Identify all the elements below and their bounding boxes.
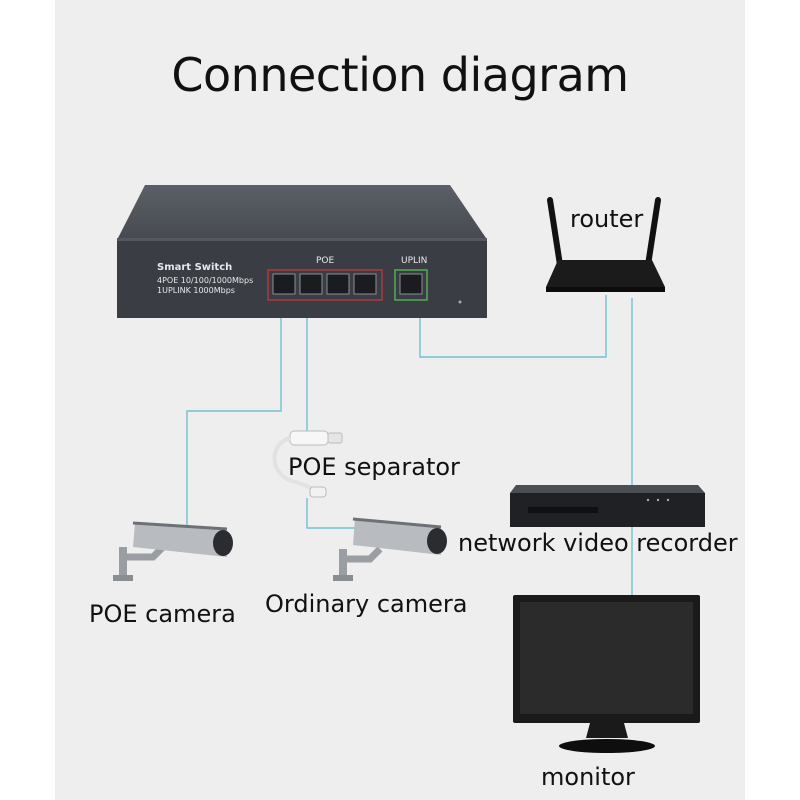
uplink-label: UPLIN xyxy=(401,256,428,266)
router-label: router xyxy=(570,205,644,233)
nvr-label: network video recorder xyxy=(458,529,738,557)
poe-separator-icon xyxy=(272,430,343,498)
switch-spec-1: 4POE 10/100/1000Mbps xyxy=(157,276,254,285)
diagram-title: Connection diagram xyxy=(171,48,629,102)
poe-separator-label: POE separator xyxy=(288,453,460,481)
uplink-port xyxy=(399,273,423,295)
router-icon xyxy=(546,197,665,292)
nvr-icon xyxy=(510,485,705,527)
poe-port-4 xyxy=(353,273,377,295)
poe-camera-label: POE camera xyxy=(89,600,236,628)
poe-camera-icon xyxy=(113,521,233,581)
monitor-icon xyxy=(513,595,700,753)
smart-switch xyxy=(117,185,487,318)
poe-label: POE xyxy=(316,256,335,266)
wire-separator-to-ordinary-camera xyxy=(306,498,355,529)
wire-uplink-to-router xyxy=(419,295,607,358)
poe-port-2 xyxy=(299,273,323,295)
poe-port-group xyxy=(267,269,383,301)
uplink-port-group xyxy=(394,269,428,301)
monitor-label: monitor xyxy=(541,763,635,791)
switch-name: Smart Switch xyxy=(157,262,233,273)
poe-port-1 xyxy=(272,273,296,295)
wire-switch-to-poe-camera xyxy=(186,300,282,525)
ordinary-camera-label: Ordinary camera xyxy=(265,590,468,618)
switch-spec-2: 1UPLINK 1000Mbps xyxy=(157,286,235,295)
ordinary-camera-icon xyxy=(333,517,447,581)
poe-port-3 xyxy=(326,273,350,295)
